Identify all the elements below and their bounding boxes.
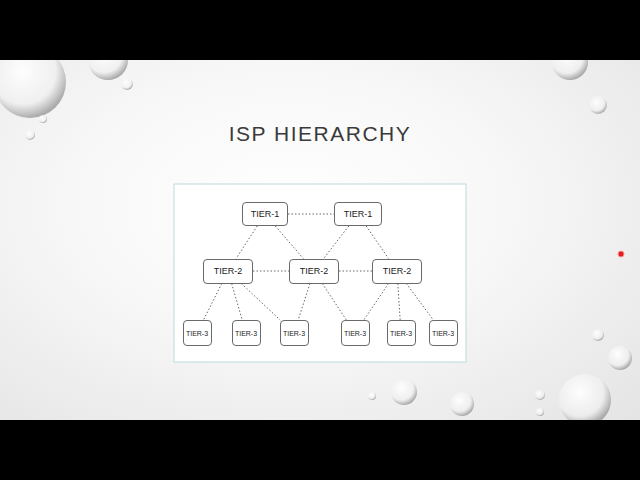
- water-drop: [536, 408, 544, 416]
- tier-label: TIER-3: [344, 330, 366, 337]
- slide-title: ISP HIERARCHY: [120, 122, 520, 146]
- water-drop: [608, 346, 632, 370]
- tier-label: TIER-3: [432, 330, 454, 337]
- water-drop: [592, 329, 604, 341]
- tier-label: TIER-3: [390, 330, 412, 337]
- peering-link: [364, 284, 389, 321]
- peering-link: [366, 226, 388, 259]
- water-drop: [368, 392, 376, 400]
- isp-tier-box: TIER-3: [183, 320, 212, 346]
- tier-label: TIER-1: [251, 209, 280, 219]
- peering-link: [288, 214, 334, 215]
- water-drop: [25, 130, 35, 140]
- water-drop: [535, 390, 545, 400]
- water-drop: [121, 78, 133, 90]
- peering-link: [298, 284, 310, 321]
- isp-tier-box: TIER-3: [387, 320, 416, 346]
- isp-tier-box: TIER-3: [280, 320, 309, 346]
- isp-tier-box: TIER-2: [372, 259, 422, 284]
- diagram-frame: [174, 184, 466, 362]
- isp-tier-box: TIER-3: [429, 320, 458, 346]
- tier-label: TIER-3: [283, 330, 305, 337]
- tier-label: TIER-2: [300, 266, 329, 276]
- peering-link: [236, 226, 257, 259]
- tier-label: TIER-3: [186, 330, 208, 337]
- peering-link: [253, 271, 289, 272]
- water-drop: [589, 96, 607, 114]
- laser-pointer-dot: [618, 251, 624, 257]
- peering-link: [241, 284, 280, 321]
- water-drop: [0, 60, 66, 118]
- isp-tier-box: TIER-1: [334, 202, 382, 226]
- tier-label: TIER-3: [235, 330, 257, 337]
- tier-label: TIER-2: [383, 266, 412, 276]
- peering-link: [324, 226, 349, 259]
- peering-link: [275, 226, 303, 259]
- peering-link: [339, 271, 372, 272]
- isp-tier-box: TIER-3: [341, 320, 370, 346]
- isp-tier-box: TIER-2: [203, 259, 253, 284]
- water-drop: [559, 374, 611, 420]
- isp-tier-box: TIER-1: [242, 202, 288, 226]
- water-drop: [450, 392, 474, 416]
- water-drop: [552, 60, 588, 80]
- peering-link: [322, 284, 346, 321]
- peering-link: [398, 284, 400, 321]
- isp-tier-box: TIER-3: [232, 320, 261, 346]
- tier-label: TIER-2: [214, 266, 243, 276]
- peering-link: [406, 284, 433, 321]
- water-drop: [391, 379, 417, 405]
- water-drop: [39, 115, 47, 123]
- peering-link: [204, 284, 222, 321]
- isp-tier-box: TIER-2: [289, 259, 339, 284]
- water-drops: [0, 60, 632, 420]
- tier-label: TIER-1: [344, 209, 373, 219]
- water-drop: [88, 60, 128, 80]
- peering-link: [232, 284, 243, 321]
